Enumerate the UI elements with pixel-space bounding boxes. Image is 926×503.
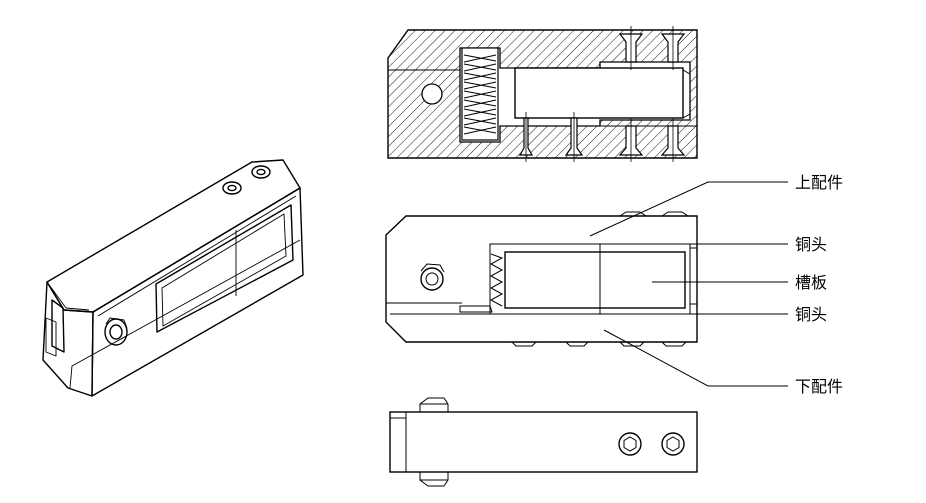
label-lower-part: 下配件	[795, 377, 843, 396]
isometric-view	[42, 159, 304, 397]
front-view	[385, 211, 698, 347]
leader-lines	[589, 181, 788, 387]
label-slot-plate: 槽板	[795, 273, 827, 292]
label-copper-head-bottom: 铜头	[795, 305, 827, 324]
label-copper-head-top: 铜头	[795, 235, 827, 254]
label-upper-part: 上配件	[795, 173, 843, 192]
bottom-view	[389, 397, 698, 487]
section-view	[387, 26, 698, 162]
